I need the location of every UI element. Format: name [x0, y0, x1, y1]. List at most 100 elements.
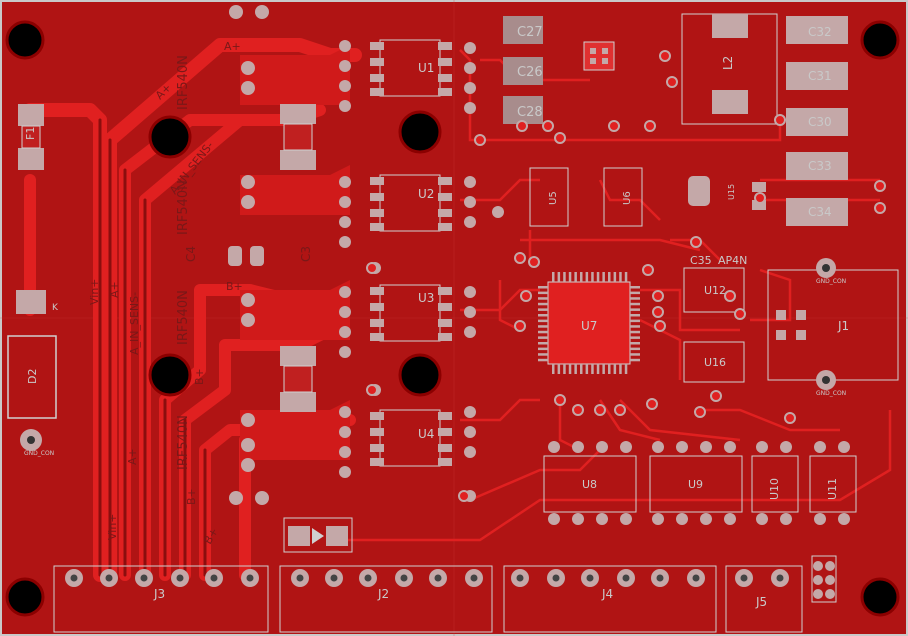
- label-u11: U11: [826, 478, 839, 500]
- label-a-plus-3: A+: [108, 281, 121, 298]
- via: [646, 398, 658, 410]
- label-c3: C3: [299, 246, 313, 262]
- driver-u2: U2: [370, 174, 452, 232]
- label-f1: F1: [24, 127, 37, 140]
- dip-pad: [756, 513, 768, 525]
- qfp-pin: [624, 272, 628, 282]
- connector-pad-hole: [516, 574, 524, 582]
- qfp-pin: [538, 336, 548, 339]
- qfp-pin: [630, 325, 640, 328]
- connector-j1: GND_CON GND_CON J1: [767, 258, 899, 397]
- qfp-pin: [538, 325, 548, 328]
- qfp-pin: [563, 272, 566, 282]
- label-u5: U5: [548, 191, 559, 205]
- driver-u3: U3: [370, 284, 452, 342]
- qfp-pin: [630, 330, 640, 334]
- via: [734, 308, 746, 320]
- via: [608, 120, 620, 132]
- label-gnd-3: GND_CON: [816, 390, 846, 397]
- via: [694, 406, 706, 418]
- via: [594, 404, 606, 416]
- connector-pad-hole: [176, 574, 184, 582]
- dip-pad: [814, 441, 826, 453]
- label-c33: C33: [808, 159, 832, 173]
- connector-pad-hole: [692, 574, 700, 582]
- dip-pads: [548, 441, 850, 525]
- label-c34: C34: [808, 205, 832, 219]
- qfp-pin: [580, 364, 583, 374]
- qfp-pin: [613, 364, 617, 374]
- dip-pad: [780, 441, 792, 453]
- label-u9: U9: [688, 478, 703, 491]
- chip-u5: U5: [529, 167, 569, 227]
- qfp-pin: [591, 364, 594, 374]
- dip-pad: [652, 513, 664, 525]
- via: [666, 76, 678, 88]
- chip-u16: U16: [683, 341, 745, 383]
- label-u8: U8: [582, 478, 597, 491]
- qfp-pin: [630, 297, 640, 300]
- qfp-pin: [630, 319, 640, 323]
- qfp-pin: [630, 347, 640, 351]
- qfp-pin: [619, 364, 622, 374]
- dip-pad: [838, 441, 850, 453]
- via: [572, 404, 584, 416]
- dip-u9: U9: [649, 455, 743, 513]
- via: [366, 384, 378, 396]
- label-u16: U16: [704, 356, 726, 369]
- qfp-pin: [538, 302, 548, 306]
- dip-pad: [724, 513, 736, 525]
- chip-u6: U6: [603, 167, 643, 227]
- qfp-pin: [602, 272, 605, 282]
- bottom-connector-pads: [65, 569, 789, 587]
- qfp-pin: [538, 330, 548, 334]
- qfp-pin: [602, 364, 605, 374]
- label-k: K: [52, 303, 59, 313]
- label-j1: J1: [837, 319, 849, 333]
- qfp-pin: [538, 314, 548, 317]
- dip-pad: [596, 441, 608, 453]
- label-gnd-2: GND_CON: [816, 278, 846, 285]
- label-u7: U7: [581, 319, 597, 333]
- dip-pad: [814, 513, 826, 525]
- signal-traces: [330, 49, 892, 542]
- qfp-pin: [552, 364, 555, 374]
- qfp-pin: [630, 314, 640, 317]
- qfp-pin: [552, 272, 555, 282]
- label-vin-2: Vin+: [106, 513, 119, 540]
- connector-pad-hole: [656, 574, 664, 582]
- qfp-pin: [538, 291, 548, 295]
- label-l2: L2: [721, 56, 735, 70]
- connector-pad-hole: [364, 574, 372, 582]
- connector-pad-hole: [70, 574, 78, 582]
- label-a-in-sens-2: A_IN_SENS-: [128, 292, 141, 355]
- dip-pad: [676, 441, 688, 453]
- connector-pad-hole: [105, 574, 113, 582]
- via: [554, 132, 566, 144]
- label-u12: U12: [704, 284, 726, 297]
- label-u2: U2: [418, 187, 434, 201]
- label-u3: U3: [418, 291, 434, 305]
- via: [474, 134, 486, 146]
- mosfet-pads: [229, 5, 504, 505]
- mosfet-pours: [240, 45, 350, 460]
- chip-u12: U12 C35 AP4N: [683, 254, 747, 313]
- label-c30: C30: [808, 115, 832, 129]
- diode-d2: D2 K GND_CON: [7, 290, 59, 457]
- dip-pad: [780, 513, 792, 525]
- label-u10: U10: [768, 478, 781, 500]
- connector-pad-hole: [296, 574, 304, 582]
- via: [516, 120, 528, 132]
- via: [542, 120, 554, 132]
- qfp-pin: [630, 302, 640, 306]
- via: [520, 290, 532, 302]
- via: [654, 320, 666, 332]
- via: [874, 180, 886, 192]
- via: [754, 192, 766, 204]
- via: [366, 262, 378, 274]
- via: [690, 236, 702, 248]
- label-c4: C4: [184, 246, 198, 262]
- qfp-pin: [574, 364, 577, 374]
- connector-pad-hole: [330, 574, 338, 582]
